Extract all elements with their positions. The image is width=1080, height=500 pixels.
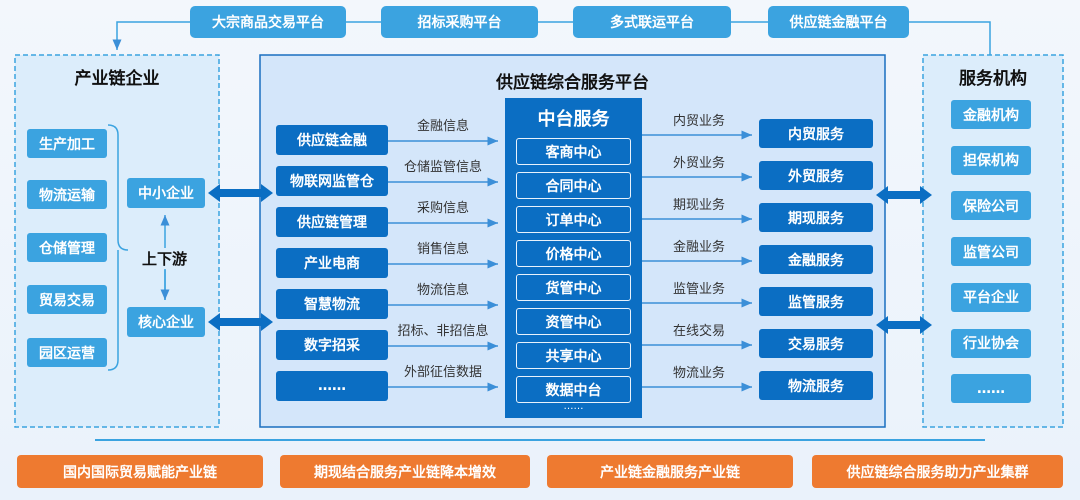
middle-center-item[interactable]: 价格中心 xyxy=(516,240,631,267)
industry-item: 园区运营 xyxy=(27,338,107,367)
business-flow-label: 期现业务 xyxy=(672,198,725,213)
middle-center-item[interactable]: 客商中心 xyxy=(516,138,631,165)
service-institution: 监管公司 xyxy=(951,237,1031,267)
business-flow-label: 金融业务 xyxy=(672,240,725,255)
service-box[interactable]: 物流服务 xyxy=(759,371,873,400)
middle-center-item[interactable]: 数据中台 xyxy=(516,376,631,403)
service-institution: 行业协会 xyxy=(951,328,1031,358)
business-flow-label: 内贸业务 xyxy=(672,114,725,129)
service-box[interactable]: 交易服务 xyxy=(759,329,873,358)
industry-item: 仓储管理 xyxy=(27,233,107,262)
right-panel-title: 服务机构 xyxy=(959,69,1027,89)
service-institution: 平台企业 xyxy=(951,282,1031,312)
center-panel-title: 供应链综合服务平台 xyxy=(496,73,649,93)
sme-box: 中小企业 xyxy=(127,178,205,208)
info-flow-label: 采购信息 xyxy=(416,201,469,216)
info-flow-label: 外部征信数据 xyxy=(403,365,482,380)
industry-item: 物流运输 xyxy=(27,180,107,209)
middle-center-item[interactable]: 共享中心 xyxy=(516,342,631,369)
platform-module[interactable]: 智慧物流 xyxy=(276,289,388,319)
service-box[interactable]: 外贸服务 xyxy=(759,161,873,190)
service-institution: …… xyxy=(951,374,1031,404)
service-institution: 金融机构 xyxy=(951,100,1031,129)
info-flow-label: 物流信息 xyxy=(416,283,469,298)
middle-center-item[interactable]: 合同中心 xyxy=(516,172,631,199)
platform-module[interactable]: 供应链管理 xyxy=(276,207,388,237)
info-flow-label: 销售信息 xyxy=(416,242,469,257)
goal-box: 期现结合服务产业链降本增效 xyxy=(280,455,530,488)
upstream-downstream-label: 上下游 xyxy=(140,248,190,269)
business-flow-label: 监管业务 xyxy=(672,282,725,297)
service-box[interactable]: 期现服务 xyxy=(759,203,873,232)
service-box[interactable]: 金融服务 xyxy=(759,245,873,274)
business-flow-label: 在线交易 xyxy=(672,324,725,339)
middle-title: 中台服务 xyxy=(537,109,610,130)
service-box[interactable]: 内贸服务 xyxy=(759,119,873,148)
middle-center-item[interactable]: 资管中心 xyxy=(516,308,631,335)
middle-center-item[interactable]: 订单中心 xyxy=(516,206,631,233)
middle-center-item[interactable]: 货管中心 xyxy=(516,274,631,301)
industry-item: 贸易交易 xyxy=(27,285,107,314)
platform-module[interactable]: 供应链金融 xyxy=(276,125,388,155)
service-box[interactable]: 监管服务 xyxy=(759,287,873,316)
platform-module[interactable]: 数字招采 xyxy=(276,330,388,360)
info-flow-label: 招标、非招信息 xyxy=(397,324,489,339)
platform-module[interactable]: 产业电商 xyxy=(276,248,388,278)
middle-more: …… xyxy=(563,401,584,412)
platform-finance[interactable]: 供应链金融平台 xyxy=(768,6,909,38)
info-flow-label: 金融信息 xyxy=(416,119,469,134)
core-enterprise-box: 核心企业 xyxy=(127,307,205,337)
service-institution: 担保机构 xyxy=(951,145,1031,175)
goal-box: 产业链金融服务产业链 xyxy=(547,455,793,488)
platform-multimodal[interactable]: 多式联运平台 xyxy=(573,6,731,38)
business-flow-label: 物流业务 xyxy=(672,366,725,381)
platform-bulk-commodity[interactable]: 大宗商品交易平台 xyxy=(190,6,346,38)
business-flow-label: 外贸业务 xyxy=(672,156,725,171)
goal-box: 供应链综合服务助力产业集群 xyxy=(812,455,1063,488)
platform-bidding[interactable]: 招标采购平台 xyxy=(381,6,538,38)
left-panel-title: 产业链企业 xyxy=(74,69,160,89)
platform-module[interactable]: 物联网监管仓 xyxy=(276,166,388,196)
service-institution: 保险公司 xyxy=(951,191,1031,221)
goal-box: 国内国际贸易赋能产业链 xyxy=(17,455,263,488)
info-flow-label: 仓储监管信息 xyxy=(403,160,482,175)
industry-item: 生产加工 xyxy=(27,129,107,158)
platform-module[interactable]: …… xyxy=(276,371,388,401)
